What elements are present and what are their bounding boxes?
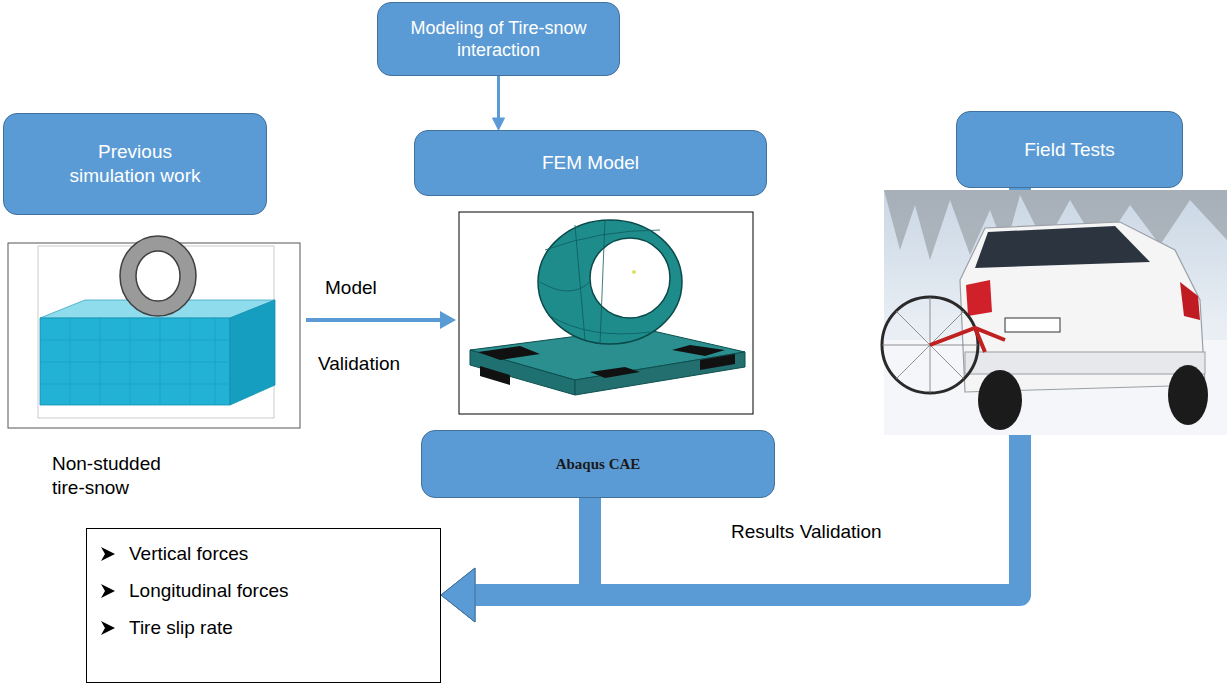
fem-model-picture [459,212,753,414]
arrow-head [441,568,475,622]
fem-model-picture-part [478,346,540,360]
result-item: Vertical forces [129,542,248,566]
field-test-photo-part [975,226,1150,268]
bullet-arrow-shape [101,621,115,635]
box-text: Modeling of Tire-snow interaction [392,17,605,62]
previous-simulation-picture-part [8,243,300,428]
previous-simulation-picture-part [40,318,230,405]
heading-box: Modeling of Tire-snow interaction [377,2,620,76]
field-test-photo-part [966,280,992,316]
field-test-photo-part [930,328,1005,352]
field-test-photo-part [1168,365,1208,425]
text-label: Non-studded tire-snow [52,452,170,500]
result-item: Tire slip rate [129,616,233,640]
arrow-head [493,118,505,130]
bullet-arrow [99,582,117,600]
previous-simulation-picture-part [136,251,180,301]
field-test-photo-part [978,370,1022,430]
text-label: Model [325,276,377,300]
field-test-photo-part [884,190,1227,435]
software-box: Abaqus CAE [421,430,775,498]
process-box: Field Tests [956,111,1183,188]
previous-simulation-picture-part [40,318,230,405]
previous-simulation-picture-part [38,246,274,418]
results-box: Vertical forcesLongitudinal forcesTire s… [86,528,441,683]
model-validation-arrow-part [440,311,456,329]
box-text: Previous simulation work [59,140,211,188]
arrow-head [441,568,475,622]
fem-model-picture-part [459,212,753,414]
bullet-arrow [99,619,117,637]
fem-model-picture-part [632,270,636,274]
box-text: Abaqus CAE [556,455,641,474]
field-test-photo-part [960,222,1205,392]
fem-model-picture-part [672,345,725,356]
fem-model-picture-part [700,354,735,370]
edge-label: Results Validation [729,520,884,544]
fem-model-picture-part [540,220,660,344]
fem-model-picture-part [480,366,510,385]
fem-model-picture-part [575,352,745,395]
result-item: Longitudinal forces [129,579,289,603]
bullet-row: Longitudinal forces [99,572,289,609]
previous-simulation-picture-part [120,236,196,316]
fem-model-picture-part [590,238,670,318]
bullet-arrow-shape [101,547,115,561]
fem-model-picture-part [470,350,575,395]
arrow-line [497,76,500,119]
process-box: FEM Model [414,130,767,196]
field-test-photo-part [1005,318,1060,332]
field-test-photo [882,190,1227,435]
bullet-arrow-shape [101,584,115,598]
source-box: Previous simulation work [3,113,267,215]
bullet-arrow [99,545,117,563]
flow-arrow [493,76,505,130]
box-text: Field Tests [1024,138,1114,162]
box-text: FEM Model [542,151,639,175]
bullet-row: Tire slip rate [99,609,233,646]
previous-simulation-picture-part [230,300,275,405]
text-label: Validation [318,352,400,376]
arrow-line [472,498,590,595]
fem-model-picture-part [538,220,682,344]
field-test-photo-part [1180,282,1200,320]
bullet-row: Vertical forces [99,535,248,572]
previous-simulation-picture [8,236,300,428]
fem-model-picture-part [590,367,640,378]
model-validation-arrow [306,311,456,329]
model-validation-arrow-part [306,318,442,322]
